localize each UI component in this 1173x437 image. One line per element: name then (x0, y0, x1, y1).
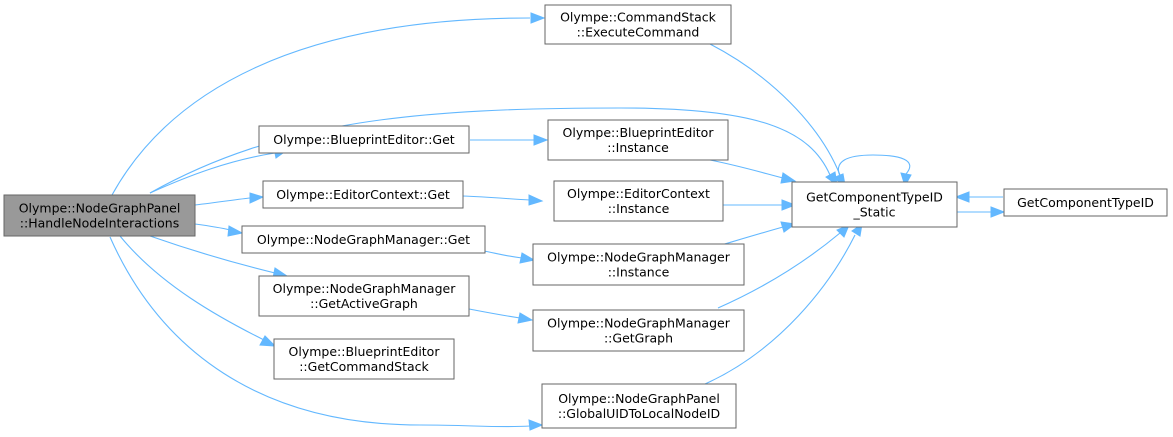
node-label-line: ::GetGraph (604, 331, 673, 346)
arrowhead (227, 225, 244, 237)
arrowhead (900, 172, 912, 188)
graph-node-ec-get[interactable]: Olympe::EditorContext::Get (262, 180, 464, 209)
node-box (544, 4, 732, 45)
node-label-line: Olympe::NodeGraphManager (547, 316, 731, 331)
node-box (532, 309, 745, 352)
node-box (258, 275, 470, 317)
edge-root-to-blueprint-editor-get (149, 152, 276, 194)
edge-get-graph-to-get-component-type-id-static (717, 232, 841, 309)
edge-blueprint-editor-instance-to-get-component-type-id-static (709, 159, 784, 179)
node-label-line: _Static (853, 205, 896, 220)
edge-command-stack-execute-to-get-component-type-id-static (709, 43, 841, 176)
edge-root-to-node-graph-manager-get (194, 223, 231, 231)
graph-node-ngm-getactive[interactable]: Olympe::NodeGraphManager::GetActiveGraph (258, 275, 470, 317)
node-label-line: ::Instance (608, 201, 670, 216)
node-label-line: Olympe::BlueprintEditor::Get (273, 132, 455, 147)
edge-node-graph-manager-instance-to-get-component-type-id-static (717, 226, 784, 247)
node-label-line: Olympe::EditorContext::Get (276, 187, 450, 202)
node-label-line: Olympe::NodeGraphPanel (558, 391, 720, 406)
edge-root-to-get-component-type-id-static (149, 107, 831, 194)
arrowhead (249, 192, 265, 204)
graph-node-bpe-getcmd[interactable]: Olympe::BlueprintEditor::GetCommandStack (273, 338, 455, 380)
edge-root-to-node-graph-panel-global-uid (109, 236, 531, 428)
arrowhead (954, 191, 970, 203)
node-box (553, 180, 724, 222)
node-label-line: Olympe::BlueprintEditor (563, 125, 715, 140)
node-label-line: ::GetCommandStack (299, 359, 429, 374)
node-label-line: Olympe::BlueprintEditor (289, 344, 441, 359)
arrowhead (259, 335, 277, 347)
edge-get-active-graph-to-get-graph (468, 308, 521, 319)
arrowhead (530, 12, 546, 24)
node-label-line: Olympe::CommandStack (560, 10, 717, 25)
node-label-line: ::Instance (608, 265, 670, 280)
node-box (258, 125, 470, 154)
node-label-line: ::HandleNodeInteractions (20, 216, 179, 231)
arrowhead (517, 312, 534, 324)
node-box (262, 180, 464, 209)
edge-root-to-blueprint-editor-get-command-stack (119, 235, 265, 341)
nodes-layer: Olympe::NodeGraphPanel::HandleNodeIntera… (3, 4, 1168, 429)
arrowhead (528, 194, 544, 206)
node-label-line: Olympe::NodeGraphManager::Get (257, 232, 470, 247)
node-label-line: ::ExecuteCommand (577, 25, 700, 40)
edges-layer (109, 17, 1003, 428)
edge-root-to-editor-context-get (194, 197, 251, 206)
graph-node-gct[interactable]: GetComponentTypeID (1003, 188, 1168, 217)
node-box (791, 181, 958, 228)
arrowhead (528, 419, 544, 431)
graph-node-root[interactable]: Olympe::NodeGraphPanel::HandleNodeIntera… (3, 194, 196, 237)
graph-node-ngm-instance[interactable]: Olympe::NodeGraphManager::Instance (532, 243, 745, 286)
node-box (532, 243, 745, 286)
node-label-line: ::GetActiveGraph (310, 296, 418, 311)
node-box (3, 194, 196, 237)
arrowhead (990, 206, 1006, 218)
edge-global-uid-to-get-component-type-id-static (704, 234, 856, 385)
graph-node-bpe-get[interactable]: Olympe::BlueprintEditor::Get (258, 125, 470, 154)
node-label-line: Olympe::NodeGraphManager (273, 281, 457, 296)
edge-root-to-command-stack-execute (111, 17, 531, 196)
edge-editor-context-get-to-instance (461, 195, 531, 201)
arrowhead (780, 172, 797, 184)
arrowhead (533, 134, 549, 146)
graph-node-ngp-global[interactable]: Olympe::NodeGraphPanel::GlobalUIDToLocal… (541, 383, 737, 429)
edge-root-to-node-graph-manager-get-active-graph (149, 235, 276, 274)
node-label-line: Olympe::EditorContext (567, 186, 710, 201)
arrowhead (519, 252, 536, 264)
node-box (541, 383, 737, 429)
node-box (1003, 188, 1168, 217)
graph-node-ngm-get[interactable]: Olympe::NodeGraphManager::Get (241, 225, 486, 254)
node-label-line: GetComponentTypeID (806, 190, 943, 205)
edge-node-graph-manager-get-to-instance (483, 250, 523, 259)
node-box (241, 225, 486, 254)
arrowheads-layer (227, 12, 1006, 431)
graph-node-gct-static[interactable]: GetComponentTypeID_Static (791, 181, 958, 228)
edge-get-component-type-id-static-self-loop (837, 154, 911, 181)
arrowhead (781, 199, 797, 211)
node-box (273, 338, 455, 380)
graph-node-ec-instance[interactable]: Olympe::EditorContext::Instance (553, 180, 724, 222)
graph-node-bpe-instance[interactable]: Olympe::BlueprintEditor::Instance (547, 119, 729, 161)
graph-node-ngm-getgraph[interactable]: Olympe::NodeGraphManager::GetGraph (532, 309, 745, 352)
graph-node-cmdstack-exec[interactable]: Olympe::CommandStack::ExecuteCommand (544, 4, 732, 45)
node-label-line: Olympe::NodeGraphManager (547, 250, 731, 265)
node-label-line: ::Instance (607, 140, 669, 155)
node-label-line: Olympe::NodeGraphPanel (19, 201, 181, 216)
node-box (547, 119, 729, 161)
node-label-line: ::GlobalUIDToLocalNodeID (558, 406, 720, 421)
node-label-line: GetComponentTypeID (1017, 195, 1154, 210)
